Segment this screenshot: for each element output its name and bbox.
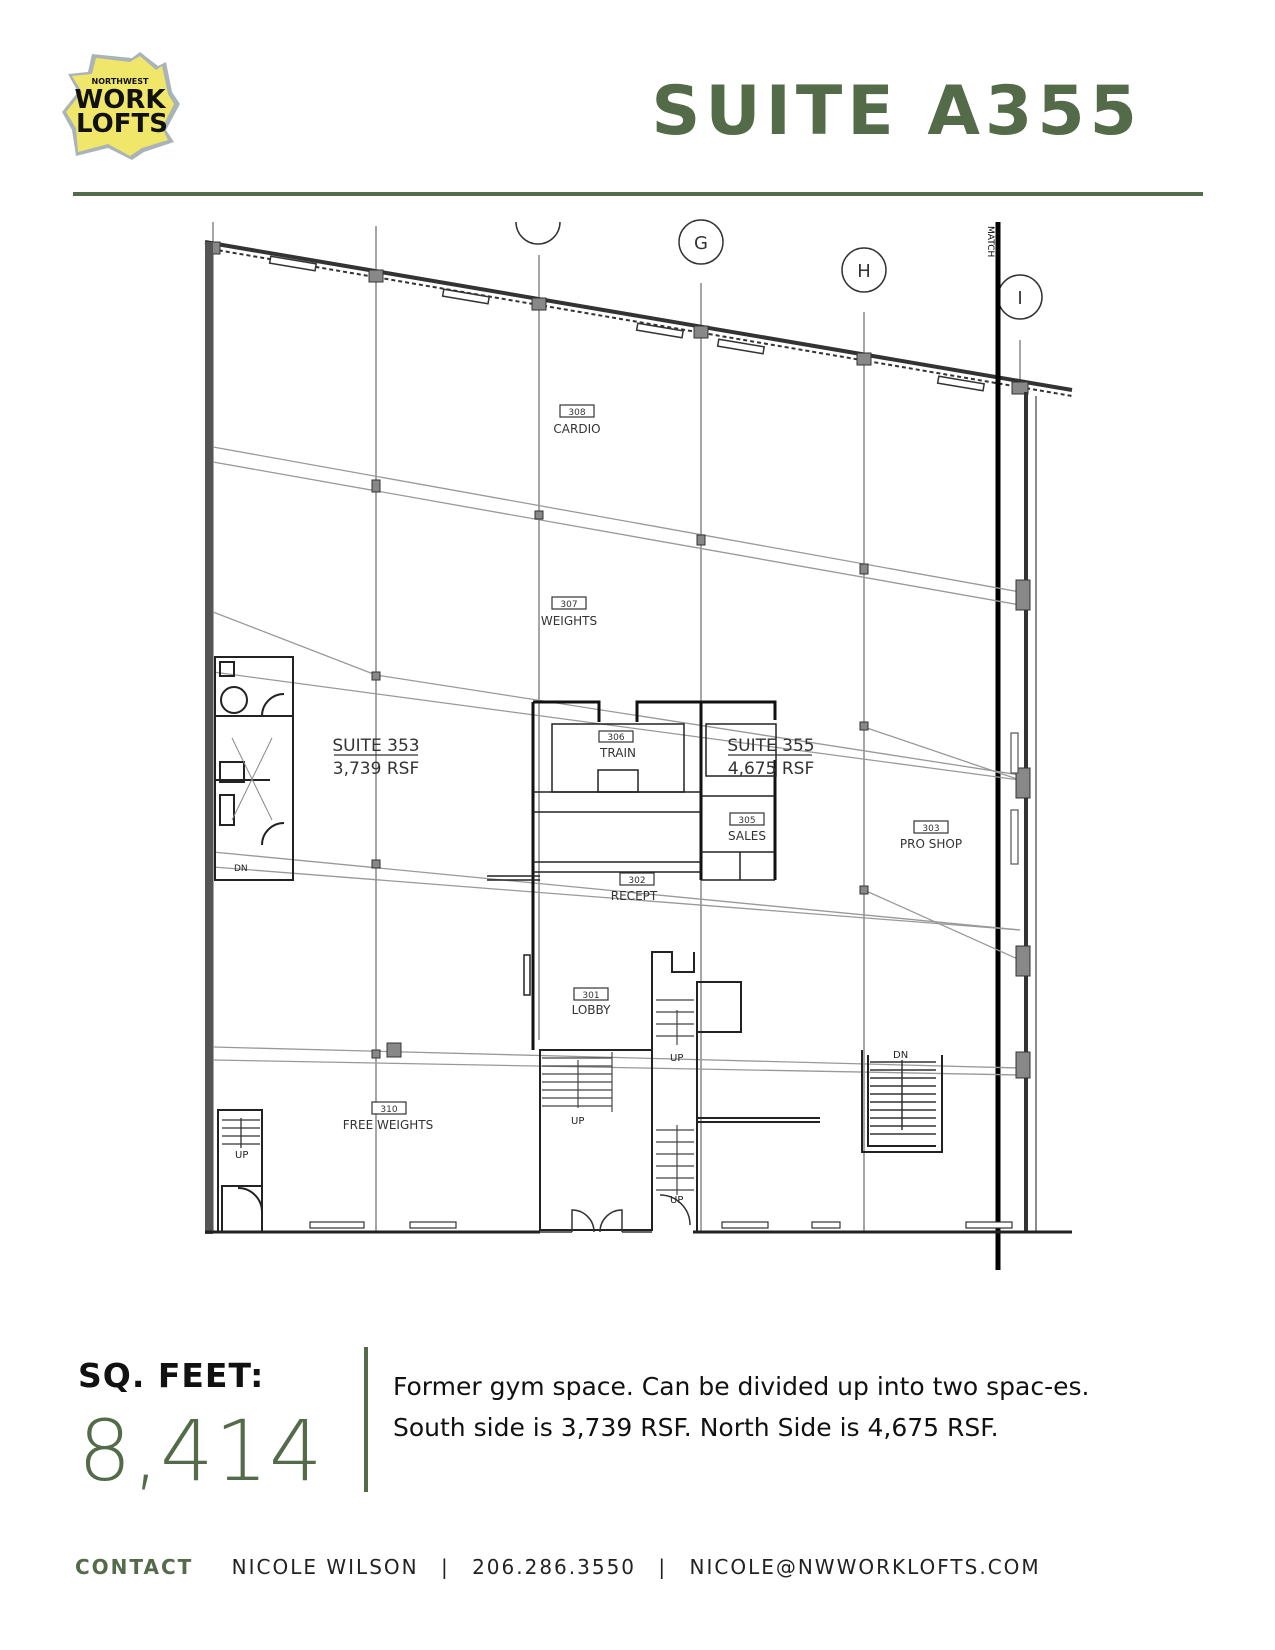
contact-name: NICOLE WILSON — [231, 1555, 419, 1579]
grid-marker-h — [841, 247, 887, 293]
svg-text:301: 301 — [582, 991, 599, 1001]
grid-marker-g — [678, 219, 724, 265]
gear-logo-icon: NORTHWEST WORK LOFTS — [62, 52, 180, 160]
svg-text:PRO SHOP: PRO SHOP — [900, 837, 962, 851]
svg-text:FREE WEIGHTS: FREE WEIGHTS — [343, 1118, 433, 1132]
contact-label: CONTACT — [75, 1555, 194, 1579]
svg-text:310: 310 — [380, 1105, 397, 1115]
svg-text:307: 307 — [560, 600, 577, 610]
svg-text:305: 305 — [738, 816, 755, 826]
svg-text:G: G — [694, 233, 708, 254]
summary-divider — [364, 1347, 368, 1492]
svg-text:UP: UP — [670, 1053, 683, 1064]
suite-description: Former gym space. Can be divided up into… — [393, 1372, 1090, 1442]
svg-text:MATCH: MATCH — [985, 226, 995, 257]
svg-text:SALES: SALES — [728, 829, 766, 843]
contact-phone[interactable]: 206.286.3550 — [472, 1555, 637, 1579]
svg-text:H: H — [857, 261, 871, 282]
svg-text:UP: UP — [235, 1150, 248, 1161]
floor-plan: G H I — [200, 218, 1140, 1298]
contact-email[interactable]: NICOLE@NWWORKLOFTS.COM — [689, 1555, 1041, 1579]
svg-text:308: 308 — [568, 408, 585, 418]
svg-text:303: 303 — [922, 824, 939, 834]
svg-text:WEIGHTS: WEIGHTS — [541, 614, 597, 628]
page-title: SUITE A355 — [651, 72, 1142, 151]
separator: | — [440, 1555, 450, 1579]
separator: | — [658, 1555, 668, 1579]
svg-text:WORK: WORK — [75, 85, 167, 115]
square-feet-label: SQ. FEET: — [78, 1356, 265, 1395]
svg-text:DN: DN — [893, 1050, 908, 1061]
svg-text:302: 302 — [628, 876, 645, 886]
svg-text:DN: DN — [234, 864, 248, 874]
company-logo: NORTHWEST WORK LOFTS — [62, 52, 180, 160]
svg-text:CARDIO: CARDIO — [553, 422, 600, 436]
contact-line: CONTACT NICOLE WILSON | 206.286.3550 | N… — [75, 1555, 1041, 1579]
svg-text:3,739 RSF: 3,739 RSF — [333, 759, 419, 779]
svg-text:NORTHWEST: NORTHWEST — [92, 77, 150, 86]
svg-text:I: I — [1017, 288, 1022, 309]
svg-text:UP: UP — [571, 1116, 584, 1127]
svg-text:306: 306 — [607, 733, 624, 743]
svg-text:SUITE 353: SUITE 353 — [332, 736, 419, 756]
svg-text:TRAIN: TRAIN — [599, 746, 636, 760]
svg-text:4,675 RSF: 4,675 RSF — [728, 759, 814, 779]
svg-text:LOFTS: LOFTS — [76, 109, 168, 139]
header-divider — [73, 192, 1203, 196]
svg-text:LOBBY: LOBBY — [572, 1003, 612, 1017]
svg-text:RECEPT: RECEPT — [611, 889, 658, 903]
square-feet-value: 8,414 — [78, 1402, 324, 1500]
svg-text:SUITE 355: SUITE 355 — [727, 736, 814, 756]
